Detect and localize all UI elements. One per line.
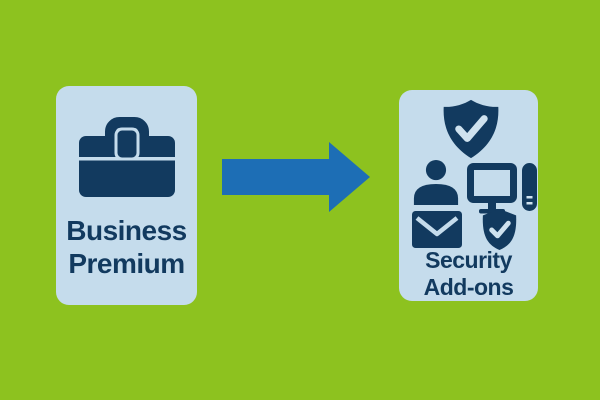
label-line: Security <box>425 247 512 273</box>
security-addons-label: Security Add-ons <box>399 247 538 300</box>
label-line: Premium <box>68 248 185 279</box>
label-line: Business <box>66 215 187 246</box>
right-arrow-icon <box>222 142 370 212</box>
desktop-and-pc-icon <box>467 163 537 214</box>
label-line: Add-ons <box>423 273 514 300</box>
business-premium-card: Business Premium <box>56 86 197 305</box>
shield-check-small-icon <box>482 208 517 251</box>
shield-check-icon <box>443 99 499 159</box>
security-addons-card: Security Add-ons <box>399 90 538 301</box>
person-icon <box>413 159 459 206</box>
envelope-icon <box>412 211 462 248</box>
briefcase-icon <box>79 117 175 197</box>
business-premium-label: Business Premium <box>56 214 197 280</box>
